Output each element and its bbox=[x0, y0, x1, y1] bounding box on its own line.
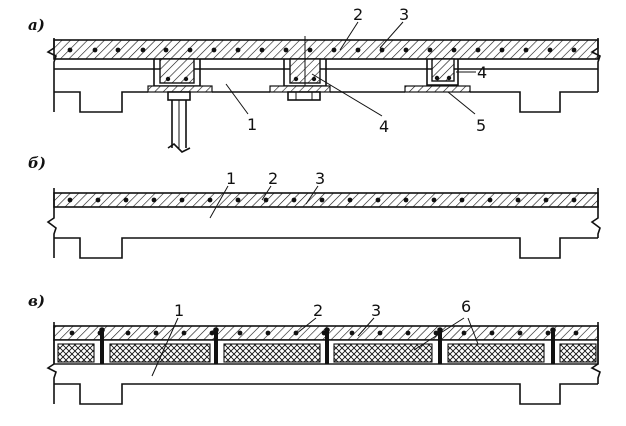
panel-b-label: б) bbox=[28, 154, 46, 172]
column-support bbox=[167, 91, 191, 153]
callout-2-c: 2 bbox=[313, 301, 323, 320]
callout-4-a-mid: 4 bbox=[379, 117, 389, 136]
leader-lines-b bbox=[209, 185, 319, 219]
callout-1-c: 1 bbox=[174, 301, 184, 320]
beam-rib-right bbox=[470, 91, 598, 113]
callout-2-a: 2 bbox=[353, 5, 363, 24]
break-line-left-c bbox=[46, 322, 57, 404]
break-line-right-b bbox=[590, 188, 601, 238]
leader-lines-a bbox=[225, 21, 476, 117]
leader-lines-c bbox=[151, 317, 479, 377]
callout-5-a: 5 bbox=[476, 116, 486, 135]
bolt-mid bbox=[287, 91, 321, 101]
anchor-pins bbox=[99, 327, 556, 364]
steel-plate-left bbox=[147, 85, 213, 93]
callout-1-b: 1 bbox=[226, 169, 236, 188]
callout-6-c: 6 bbox=[461, 297, 471, 316]
callout-3-a: 3 bbox=[399, 5, 409, 24]
rebar-dots-b bbox=[67, 197, 577, 203]
steel-channel-mid bbox=[283, 36, 327, 100]
break-line-right bbox=[590, 38, 601, 92]
steel-channel-right bbox=[426, 58, 459, 86]
steel-plate-right bbox=[404, 85, 471, 93]
beam-outline-b bbox=[54, 237, 598, 259]
panel-c-label: в) bbox=[28, 292, 45, 310]
rebar-dots bbox=[67, 47, 577, 53]
steel-channel-left bbox=[153, 58, 201, 87]
panel-c: в) bbox=[28, 292, 601, 405]
panel-b: б) 1 2 3 bbox=[28, 154, 601, 259]
callout-1-a: 1 bbox=[247, 115, 257, 134]
callout-3-c: 3 bbox=[371, 301, 381, 320]
break-line-left bbox=[46, 38, 57, 112]
break-line-left-b bbox=[46, 188, 57, 258]
concrete-topping-slab bbox=[53, 39, 599, 60]
steel-plate-mid bbox=[269, 85, 331, 93]
callout-2-b: 2 bbox=[268, 169, 278, 188]
callout-4-a-right: 4 bbox=[477, 63, 487, 82]
beam-outline-c bbox=[54, 383, 598, 405]
callout-3-b: 3 bbox=[315, 169, 325, 188]
panel-a: а) bbox=[28, 5, 601, 153]
beam-rib-left bbox=[54, 91, 148, 113]
break-line-right-c bbox=[590, 322, 601, 384]
panel-a-label: а) bbox=[28, 16, 45, 34]
